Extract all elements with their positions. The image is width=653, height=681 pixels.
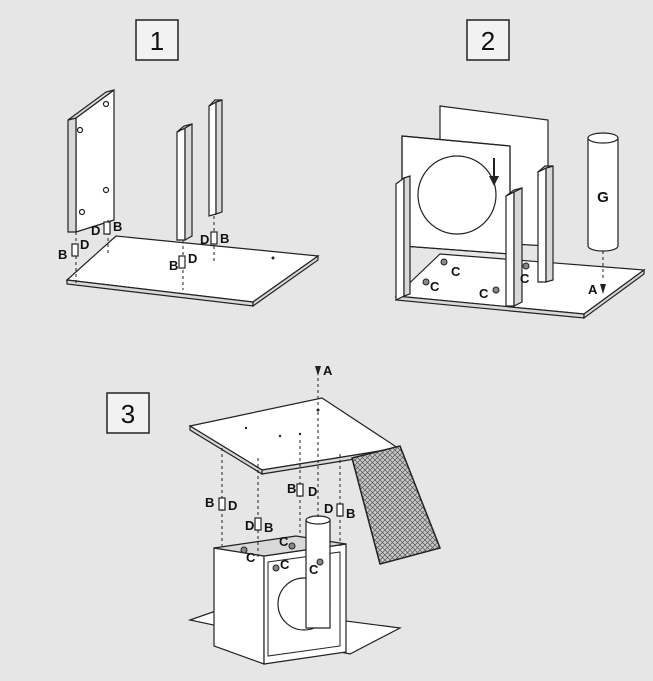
base-board <box>65 235 320 303</box>
label-D: D <box>200 232 209 247</box>
label-B: B <box>113 219 122 234</box>
label-C: C <box>279 534 289 549</box>
step-3-number: 3 <box>121 399 135 429</box>
step-2-illustration: G A C C C C <box>394 105 646 320</box>
label-D: D <box>91 223 100 238</box>
label-G: G <box>597 189 609 206</box>
label-C: C <box>309 562 319 577</box>
label-B: B <box>287 481 296 496</box>
label-B: B <box>205 495 214 510</box>
label-D: D <box>80 237 89 252</box>
label-D: D <box>324 501 333 516</box>
screw-icon <box>600 284 606 294</box>
label-D: D <box>245 518 254 533</box>
step-2-number: 2 <box>481 26 495 56</box>
entry-hole <box>417 155 497 235</box>
label-B: B <box>220 231 229 246</box>
label-A: A <box>323 363 333 378</box>
post-1 <box>176 127 186 241</box>
step-3-box: 3 <box>106 392 150 434</box>
label-D: D <box>188 251 197 266</box>
step-1-number: 1 <box>150 26 164 56</box>
label-C: C <box>280 557 290 572</box>
label-A: A <box>588 282 598 297</box>
label-C: C <box>430 279 440 294</box>
label-D: D <box>308 484 317 499</box>
front-post <box>505 191 515 307</box>
label-B: B <box>58 247 67 262</box>
back-post <box>537 167 547 283</box>
label-B: B <box>264 520 273 535</box>
label-C: C <box>479 286 489 301</box>
screw-icon <box>315 366 321 376</box>
step-2-box: 2 <box>466 19 510 61</box>
step-3-illustration: A B D D B B D D B <box>187 363 442 665</box>
label-B: B <box>169 258 178 273</box>
label-D: D <box>228 498 237 513</box>
left-side-panel <box>395 176 405 301</box>
box-left-face <box>213 547 265 665</box>
scratching-post-cylinder <box>305 520 331 629</box>
mesh-ramp <box>351 445 442 565</box>
label-B: B <box>346 506 355 521</box>
scratching-post-cylinder: G <box>587 132 619 252</box>
label-C: C <box>246 550 256 565</box>
label-C: C <box>451 264 461 279</box>
step-1-illustration: B D D B B D D B <box>58 88 320 308</box>
arrow-down-icon <box>489 176 499 186</box>
post-2 <box>208 100 217 217</box>
step-1-box: 1 <box>135 19 179 61</box>
label-C: C <box>520 271 530 286</box>
